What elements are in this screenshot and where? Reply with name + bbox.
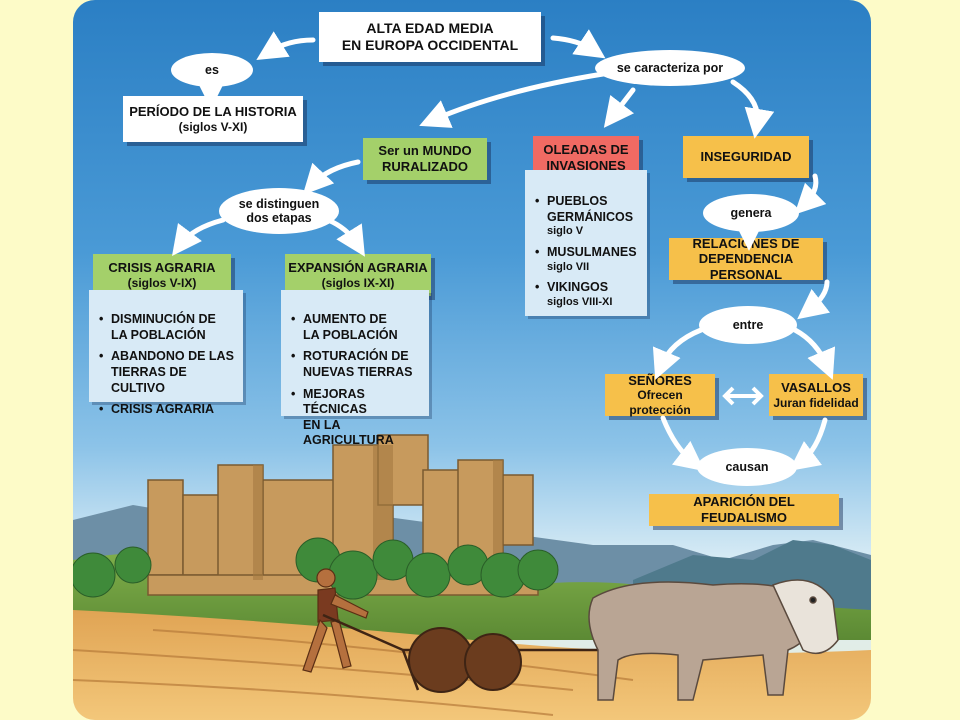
mundo-ruralizado-box: Ser un MUNDO RURALIZADO [363, 138, 487, 180]
vasallos-line-1: VASALLOS [781, 380, 851, 395]
inseguridad-box: INSEGURIDAD [683, 136, 809, 178]
oleadas-line-2: INVASIONES [546, 158, 626, 173]
oxen [588, 579, 839, 701]
title-line-1: ALTA EDAD MEDIA [366, 20, 494, 37]
crisis-line-2: (siglos V-IX) [127, 275, 197, 290]
aparicion-feudalismo-box: APARICIÓN DEL FEUDALISMO [649, 494, 839, 526]
list-item: CRISIS AGRARIA [99, 402, 237, 418]
link-se-caracteriza: se caracteriza por [595, 50, 745, 86]
periodo-line-1: PERÍODO DE LA HISTORIA [129, 104, 297, 119]
title-line-2: EN EUROPA OCCIDENTAL [341, 37, 519, 53]
title-box: ALTA EDAD MEDIA EN EUROPA OCCIDENTAL [319, 12, 541, 62]
invasiones-list: PUEBLOS GERMÁNICOS siglo V MUSULMANES si… [525, 170, 647, 316]
periodo-box: PERÍODO DE LA HISTORIA (siglos V-XI) [123, 96, 303, 142]
expansion-line-1: EXPANSIÓN AGRARIA [288, 260, 428, 275]
senores-line-2: Ofrecen protección [629, 388, 691, 417]
list-item: VIKINGOS siglos VIII-XI [535, 280, 641, 309]
plough-wheels [408, 627, 522, 693]
crisis-agraria-box: CRISIS AGRARIA (siglos V-IX) [93, 254, 231, 296]
relaciones-line-2: DEPENDENCIA PERSONAL [698, 251, 794, 282]
rural-line-1: Ser un MUNDO [378, 143, 472, 159]
illustration-panel: ALTA EDAD MEDIA EN EUROPA OCCIDENTAL es … [73, 0, 871, 720]
vasallos-line-2: Juran fidelidad [773, 395, 859, 410]
expansion-line-2: (siglos IX-XI) [321, 275, 395, 290]
link-es: es [171, 53, 253, 87]
landscape-illustration [73, 434, 871, 720]
farmer [302, 568, 369, 673]
link-genera: genera [703, 194, 799, 232]
expansion-agraria-box: EXPANSIÓN AGRARIA (siglos IX-XI) [285, 254, 431, 296]
crisis-line-1: CRISIS AGRARIA [108, 260, 216, 275]
relaciones-line-1: RELACIONES DE [692, 235, 800, 251]
senores-box: SEÑORES Ofrecen protección [605, 372, 715, 417]
list-item: PUEBLOS GERMÁNICOS siglo V [535, 194, 641, 239]
relaciones-dependencia-box: RELACIONES DE DEPENDENCIA PERSONAL [669, 235, 823, 282]
rural-line-2: RURALIZADO [382, 159, 468, 174]
link-entre: entre [699, 306, 797, 344]
trees [73, 537, 559, 600]
link-causan: causan [697, 448, 797, 486]
vasallos-box: VASALLOS Juran fidelidad [769, 374, 863, 416]
oleadas-line-1: OLEADAS DE [543, 142, 629, 158]
list-item: MUSULMANES siglo VII [535, 245, 641, 274]
periodo-line-2: (siglos V-XI) [178, 119, 248, 134]
senores-line-1: SEÑORES [628, 372, 692, 388]
